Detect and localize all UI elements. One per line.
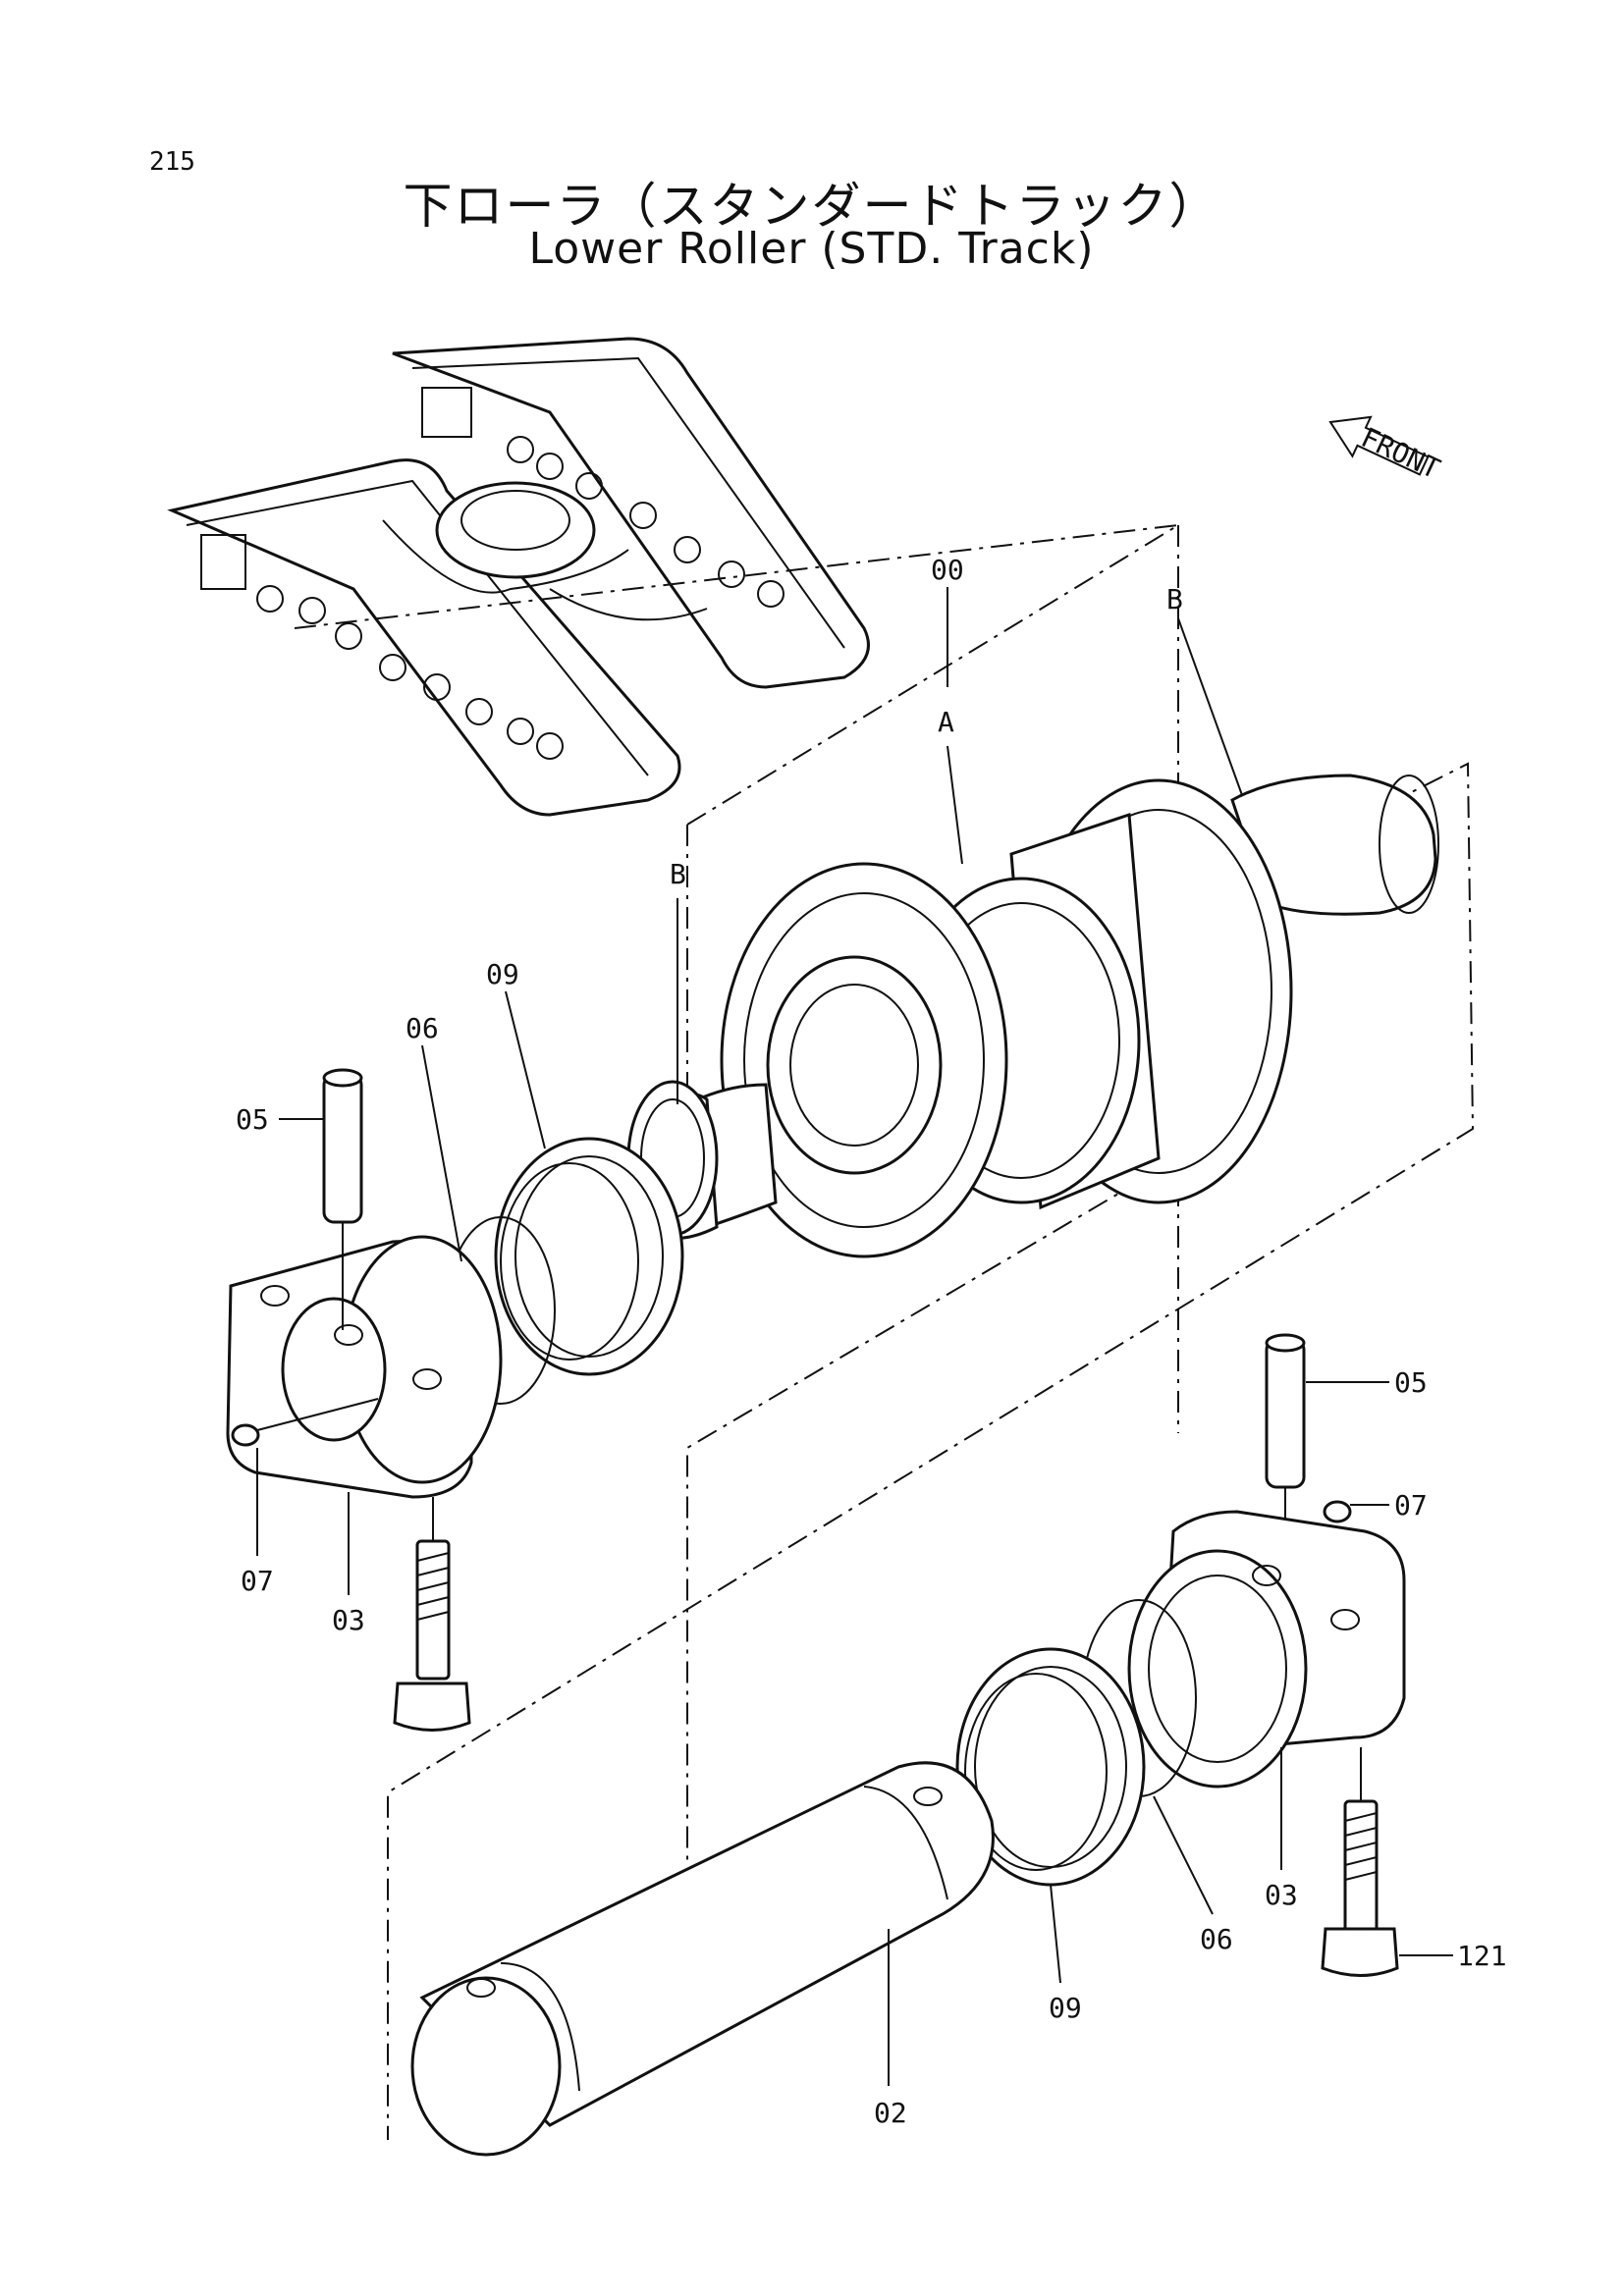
page-title-english: Lower Roller (STD. Track) (528, 224, 1095, 274)
callout-05-right: 05 (1394, 1366, 1428, 1399)
lower-roller-assembly (626, 774, 1439, 1258)
callout-07-right: 07 (1394, 1489, 1428, 1522)
front-arrow-icon: FRONT (1328, 415, 1445, 486)
callout-09-right: 09 (1049, 1992, 1082, 2024)
callout-B-right: B (1166, 583, 1183, 615)
callout-07-left: 07 (241, 1565, 274, 1597)
pin-left (322, 1068, 363, 1224)
bolt-left (393, 1497, 471, 1732)
roller-shaft (410, 1761, 995, 2157)
callout-121: 121 (1457, 1940, 1507, 1972)
page-title-japanese: 下ローラ（スタンダードトラック） (403, 178, 1220, 235)
bolt-right (1321, 1747, 1399, 1977)
callout-05-left: 05 (236, 1103, 269, 1136)
floating-seal-left (494, 1137, 684, 1376)
track-frame-illustration (167, 337, 870, 817)
callout-03-left: 03 (332, 1604, 365, 1636)
callout-06-left: 06 (406, 1012, 439, 1044)
callout-A: A (938, 706, 954, 738)
callout-06-right: 06 (1200, 1923, 1233, 1955)
callout-B-left: B (670, 858, 686, 890)
grease-plug-left (231, 1398, 379, 1447)
roller-support-left (226, 1222, 503, 1499)
callout-00: 00 (931, 554, 964, 586)
callout-09-left: 09 (486, 958, 519, 990)
callout-02: 02 (874, 2097, 907, 2129)
roller-support-right (1127, 1510, 1406, 1789)
callout-03-right: 03 (1265, 1879, 1298, 1911)
floating-seal-right (955, 1647, 1146, 1887)
leader-lines (256, 587, 1453, 2086)
page-number: 215 (149, 147, 195, 177)
front-label: FRONT (1356, 421, 1444, 486)
grease-plug-right (1323, 1500, 1352, 1523)
